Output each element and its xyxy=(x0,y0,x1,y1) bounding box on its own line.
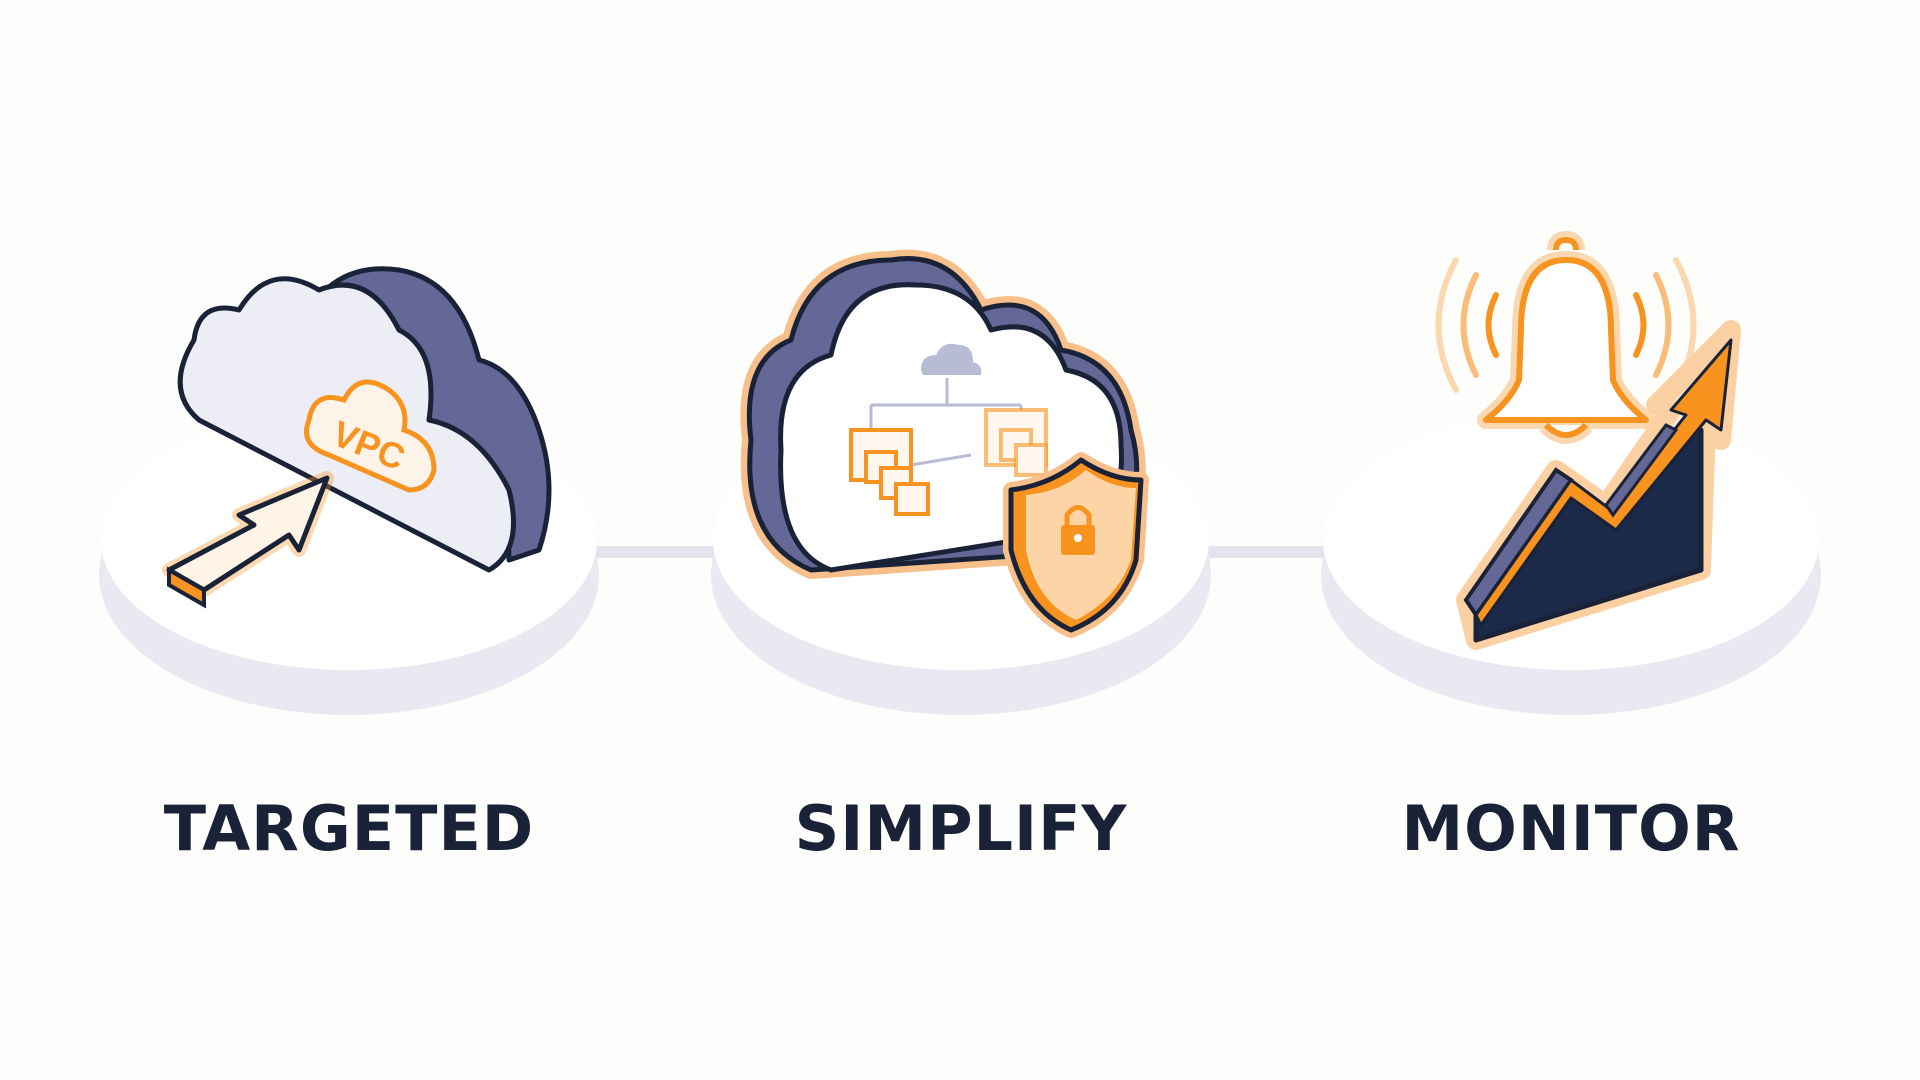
connector-line-2 xyxy=(1200,546,1330,558)
step-targeted: VPC TARGETED xyxy=(69,230,629,865)
step-label: SIMPLIFY xyxy=(794,792,1128,865)
trend-arrow-icon xyxy=(1456,320,1741,650)
connector-line-1 xyxy=(590,546,720,558)
step-label: TARGETED xyxy=(163,792,535,865)
step-simplify: SIMPLIFY xyxy=(681,230,1241,865)
cloud-hierarchy-shield-icon xyxy=(740,249,1149,638)
step-label: MONITOR xyxy=(1401,792,1741,865)
lock-icon xyxy=(1061,505,1095,555)
cloud-vpc-cursor-icon: VPC xyxy=(162,266,552,609)
step-monitor: MONITOR xyxy=(1291,230,1851,865)
